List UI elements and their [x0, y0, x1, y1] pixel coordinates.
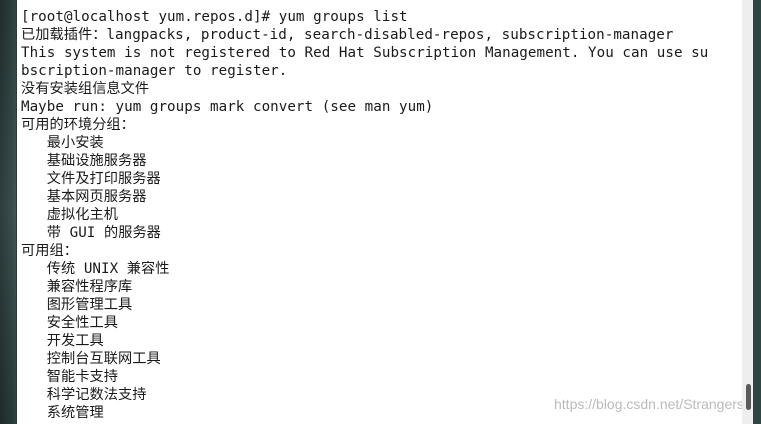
terminal-line-group: 系统管理	[21, 405, 104, 421]
terminal-line: Maybe run: yum groups mark convert (see …	[21, 99, 434, 115]
terminal-line: bscription-manager to register.	[21, 63, 288, 79]
terminal-line-env-group: 基本网页服务器	[21, 189, 147, 205]
terminal-line-group: 智能卡支持	[21, 369, 118, 385]
terminal-line-env-group: 文件及打印服务器	[21, 171, 161, 187]
terminal-line-prompt: [root@localhost yum.repos.d]# yum groups…	[21, 9, 408, 25]
terminal-line: 已加载插件：langpacks, product-id, search-disa…	[21, 27, 674, 43]
terminal-line-group: 图形管理工具	[21, 297, 133, 313]
terminal-line-env-groups-heading: 可用的环境分组：	[21, 117, 135, 133]
watermark: https://blog.csdn.net/Strangers	[554, 396, 742, 412]
terminal-line-group: 控制台互联网工具	[21, 351, 161, 367]
scrollbar-thumb[interactable]	[746, 384, 751, 410]
terminal-line-group: 开发工具	[21, 333, 104, 349]
terminal-line-group: 兼容性程序库	[21, 279, 133, 295]
terminal-line-env-group: 最小安装	[21, 135, 104, 151]
terminal-line-group: 传统 UNIX 兼容性	[21, 261, 170, 277]
desktop-left-edge	[0, 0, 16, 424]
terminal-line-env-group: 虚拟化主机	[21, 207, 118, 223]
terminal-line-env-group: 基础设施服务器	[21, 153, 147, 169]
terminal-line-group: 安全性工具	[21, 315, 118, 331]
terminal-output: [root@localhost yum.repos.d]# yum groups…	[21, 8, 708, 422]
terminal-line-group: 科学记数法支持	[21, 387, 147, 403]
terminal-line-env-group: 带 GUI 的服务器	[21, 225, 161, 241]
terminal-line-groups-heading: 可用组：	[21, 243, 78, 259]
scrollbar[interactable]	[742, 0, 753, 424]
desktop-right-edge	[753, 0, 761, 424]
terminal-window[interactable]: [root@localhost yum.repos.d]# yum groups…	[17, 0, 742, 424]
desktop-edge-shade	[0, 0, 16, 424]
terminal-line: This system is not registered to Red Hat…	[21, 45, 709, 61]
terminal-line: 没有安装组信息文件	[21, 81, 150, 97]
